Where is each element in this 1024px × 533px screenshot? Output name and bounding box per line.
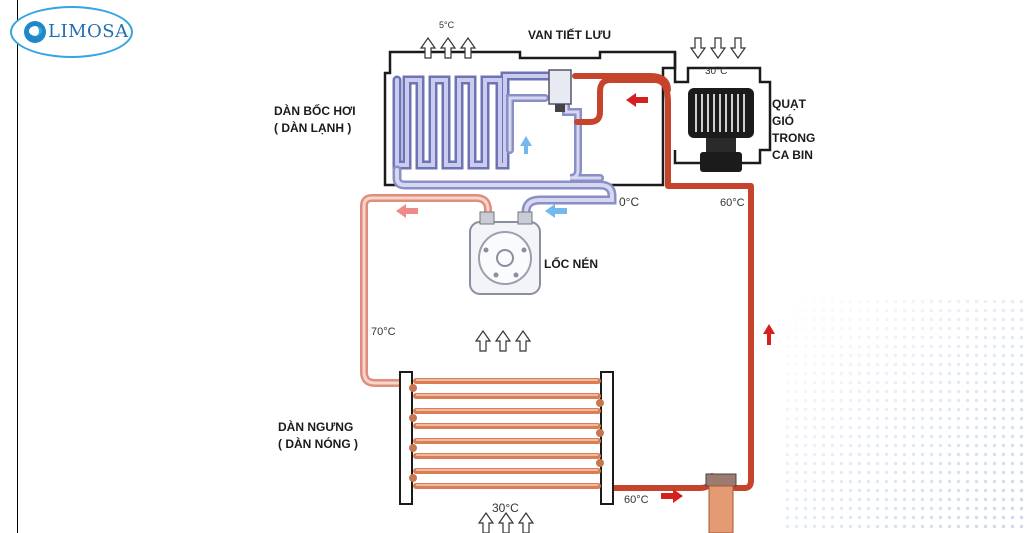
expansion-valve [548, 69, 572, 112]
limosa-logo: LIMOSA [10, 6, 133, 58]
expansion-valve-label: VAN TIẾT LƯU [528, 28, 612, 42]
fan-icon [688, 88, 754, 172]
logo-text: LIMOSA [48, 21, 129, 42]
air-flow-arrow-icon [419, 36, 747, 533]
receiver-drier [705, 473, 737, 533]
evaporator-label: DÀN BỐC HƠI ( DÀN LẠNH ) [274, 104, 356, 135]
condenser [399, 371, 614, 505]
page-left-border [17, 0, 18, 533]
discharge-temp-right: 60°C [720, 197, 745, 209]
compressor-icon [469, 211, 541, 295]
hot-gas-temp: 70°C [371, 326, 396, 338]
condenser-label: DÀN NGƯNG ( DÀN NÓNG ) [278, 420, 358, 451]
evaporator-coil [392, 71, 553, 170]
condenser-air-temp: 30°C [492, 501, 519, 515]
cabin-air-temp: 30°C [705, 66, 728, 77]
condenser-outlet-temp: 60°C [624, 494, 649, 506]
logo-swirl-icon [24, 21, 46, 43]
discharge-line [360, 194, 492, 387]
fan-housing [673, 52, 772, 165]
compressor-label: LỐC NÉN [544, 257, 598, 271]
suction-line [392, 96, 617, 227]
flow-arrow-icon [396, 93, 775, 503]
cabin-fan-label: QUẠT GIÓ TRONG CA BIN [772, 97, 816, 162]
suction-temp: 0°C [619, 195, 640, 209]
decorative-dot-pattern [780, 300, 1024, 533]
evaporator-outlet-temp: 5°C [439, 20, 455, 30]
evaporator-housing [383, 50, 677, 187]
